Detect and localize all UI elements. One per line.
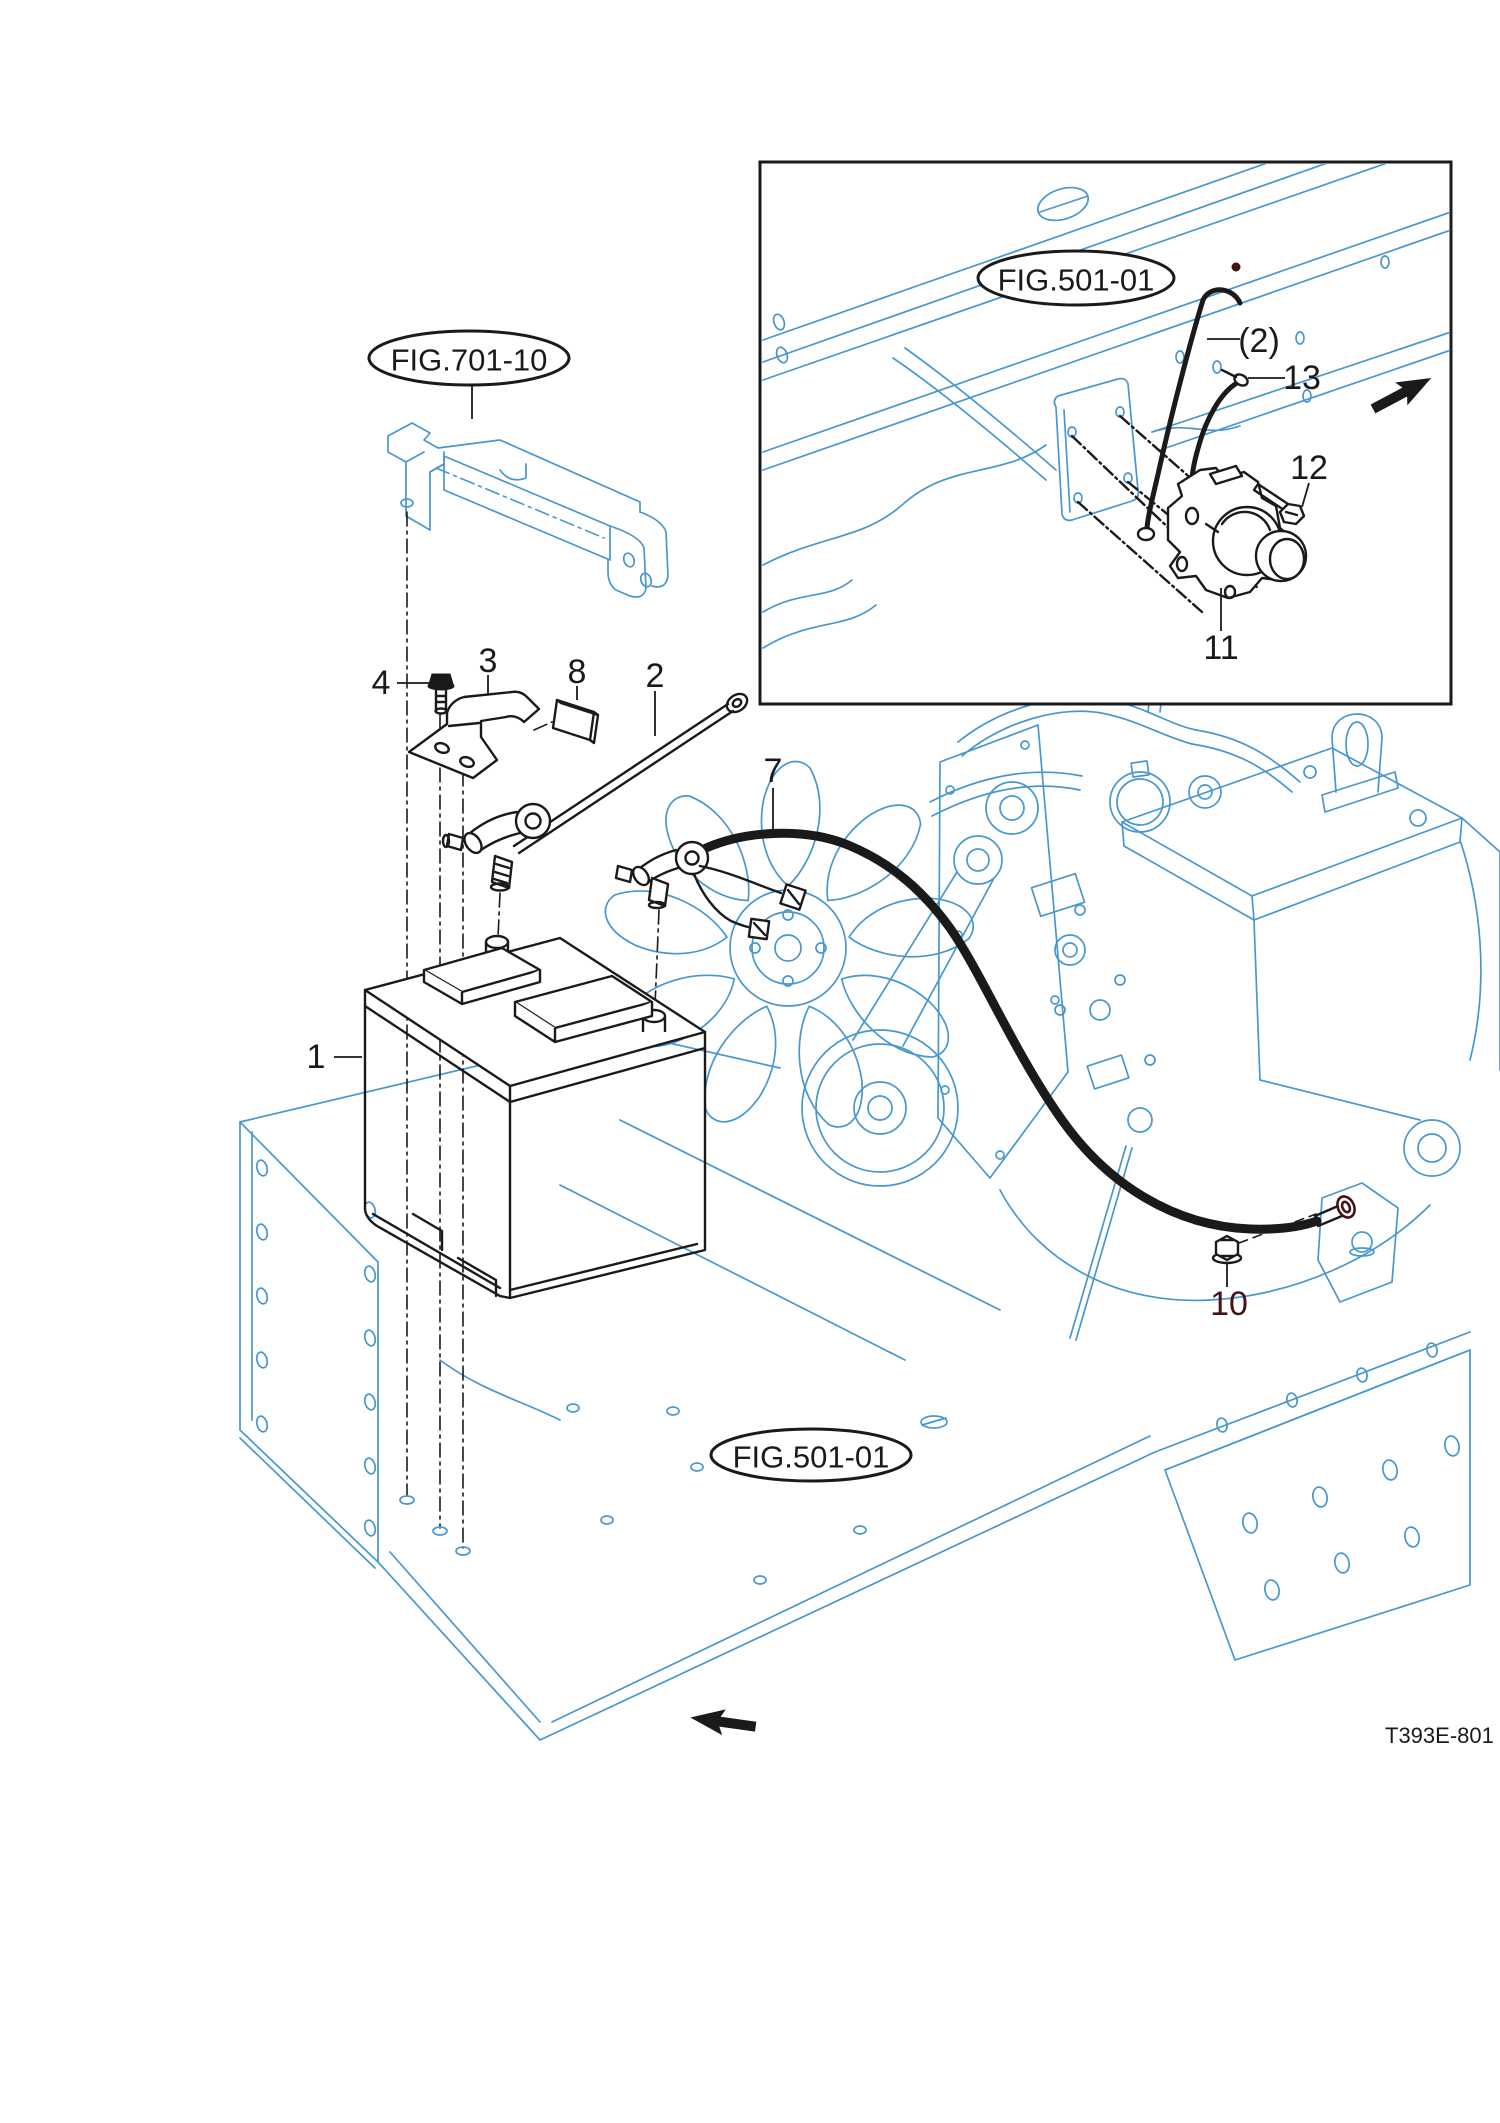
inset-relay-part11 bbox=[1166, 464, 1308, 600]
part-label-4: 4 bbox=[372, 664, 391, 702]
crank-pulley bbox=[801, 835, 1003, 1187]
direction-arrow-frame bbox=[688, 1704, 758, 1740]
balloon-inset-ref-text: FIG.501-01 bbox=[998, 263, 1155, 298]
bolt-part4 bbox=[427, 673, 455, 715]
maroon-dot bbox=[1231, 262, 1241, 272]
inset-detail-box: FIG.501-01 (2) 13 12 11 bbox=[758, 160, 1453, 706]
inset-bolt-part12 bbox=[1252, 482, 1306, 526]
engine-drawing bbox=[598, 669, 1500, 1341]
part-label-3: 3 bbox=[479, 642, 498, 680]
part-labels: 1 2 3 4 7 8 10 bbox=[307, 642, 1248, 1323]
inset-frame-rails bbox=[762, 164, 1449, 649]
balloon-bracket-ref-text: FIG.701-10 bbox=[391, 343, 548, 378]
part-label-1: 1 bbox=[307, 1038, 326, 1076]
starter-cable-part7 bbox=[614, 828, 1356, 1234]
ground-cable-part2 bbox=[441, 692, 749, 892]
engine-details bbox=[999, 817, 1500, 1341]
nut-part10 bbox=[1211, 1213, 1317, 1265]
part-label-qty2: (2) bbox=[1238, 322, 1280, 360]
part-label-13: 13 bbox=[1283, 359, 1321, 397]
balloon-inset-ref bbox=[976, 249, 1176, 307]
balloon-frame-ref: FIG.501-01 bbox=[709, 1427, 913, 1483]
battery-bracket-ref-drawing bbox=[387, 422, 669, 598]
part-label-12: 12 bbox=[1290, 449, 1328, 487]
balloon-bracket-ref: FIG.701-10 bbox=[367, 329, 571, 419]
balloon-frame-ref-text: FIG.501-01 bbox=[733, 1440, 890, 1475]
pad-part8 bbox=[533, 698, 600, 745]
part-label-10: 10 bbox=[1210, 1285, 1248, 1323]
battery-cell-covers bbox=[422, 946, 654, 1044]
deck-holes bbox=[566, 1403, 948, 1585]
part-label-2: 2 bbox=[646, 657, 665, 695]
part-label-8: 8 bbox=[568, 653, 587, 691]
part-label-11: 11 bbox=[1203, 629, 1238, 667]
deck-mount-holes bbox=[399, 1495, 471, 1556]
part-label-7: 7 bbox=[764, 752, 783, 790]
fuel-filter bbox=[1109, 760, 1171, 833]
inset-cable-2 bbox=[1144, 287, 1243, 531]
plate-holes bbox=[1216, 1342, 1461, 1601]
chassis-frame-drawing bbox=[239, 1031, 1471, 1741]
fan-icon bbox=[598, 760, 979, 1136]
battery-drawing bbox=[363, 934, 707, 1300]
inset-cable-13 bbox=[1189, 380, 1240, 484]
valve-cover bbox=[1121, 747, 1463, 921]
frame-hole bbox=[255, 1159, 377, 1537]
bracket-part3 bbox=[407, 690, 541, 780]
lifting-eye bbox=[1321, 713, 1399, 813]
drawing-code: T393E-801 bbox=[1385, 1723, 1494, 1748]
